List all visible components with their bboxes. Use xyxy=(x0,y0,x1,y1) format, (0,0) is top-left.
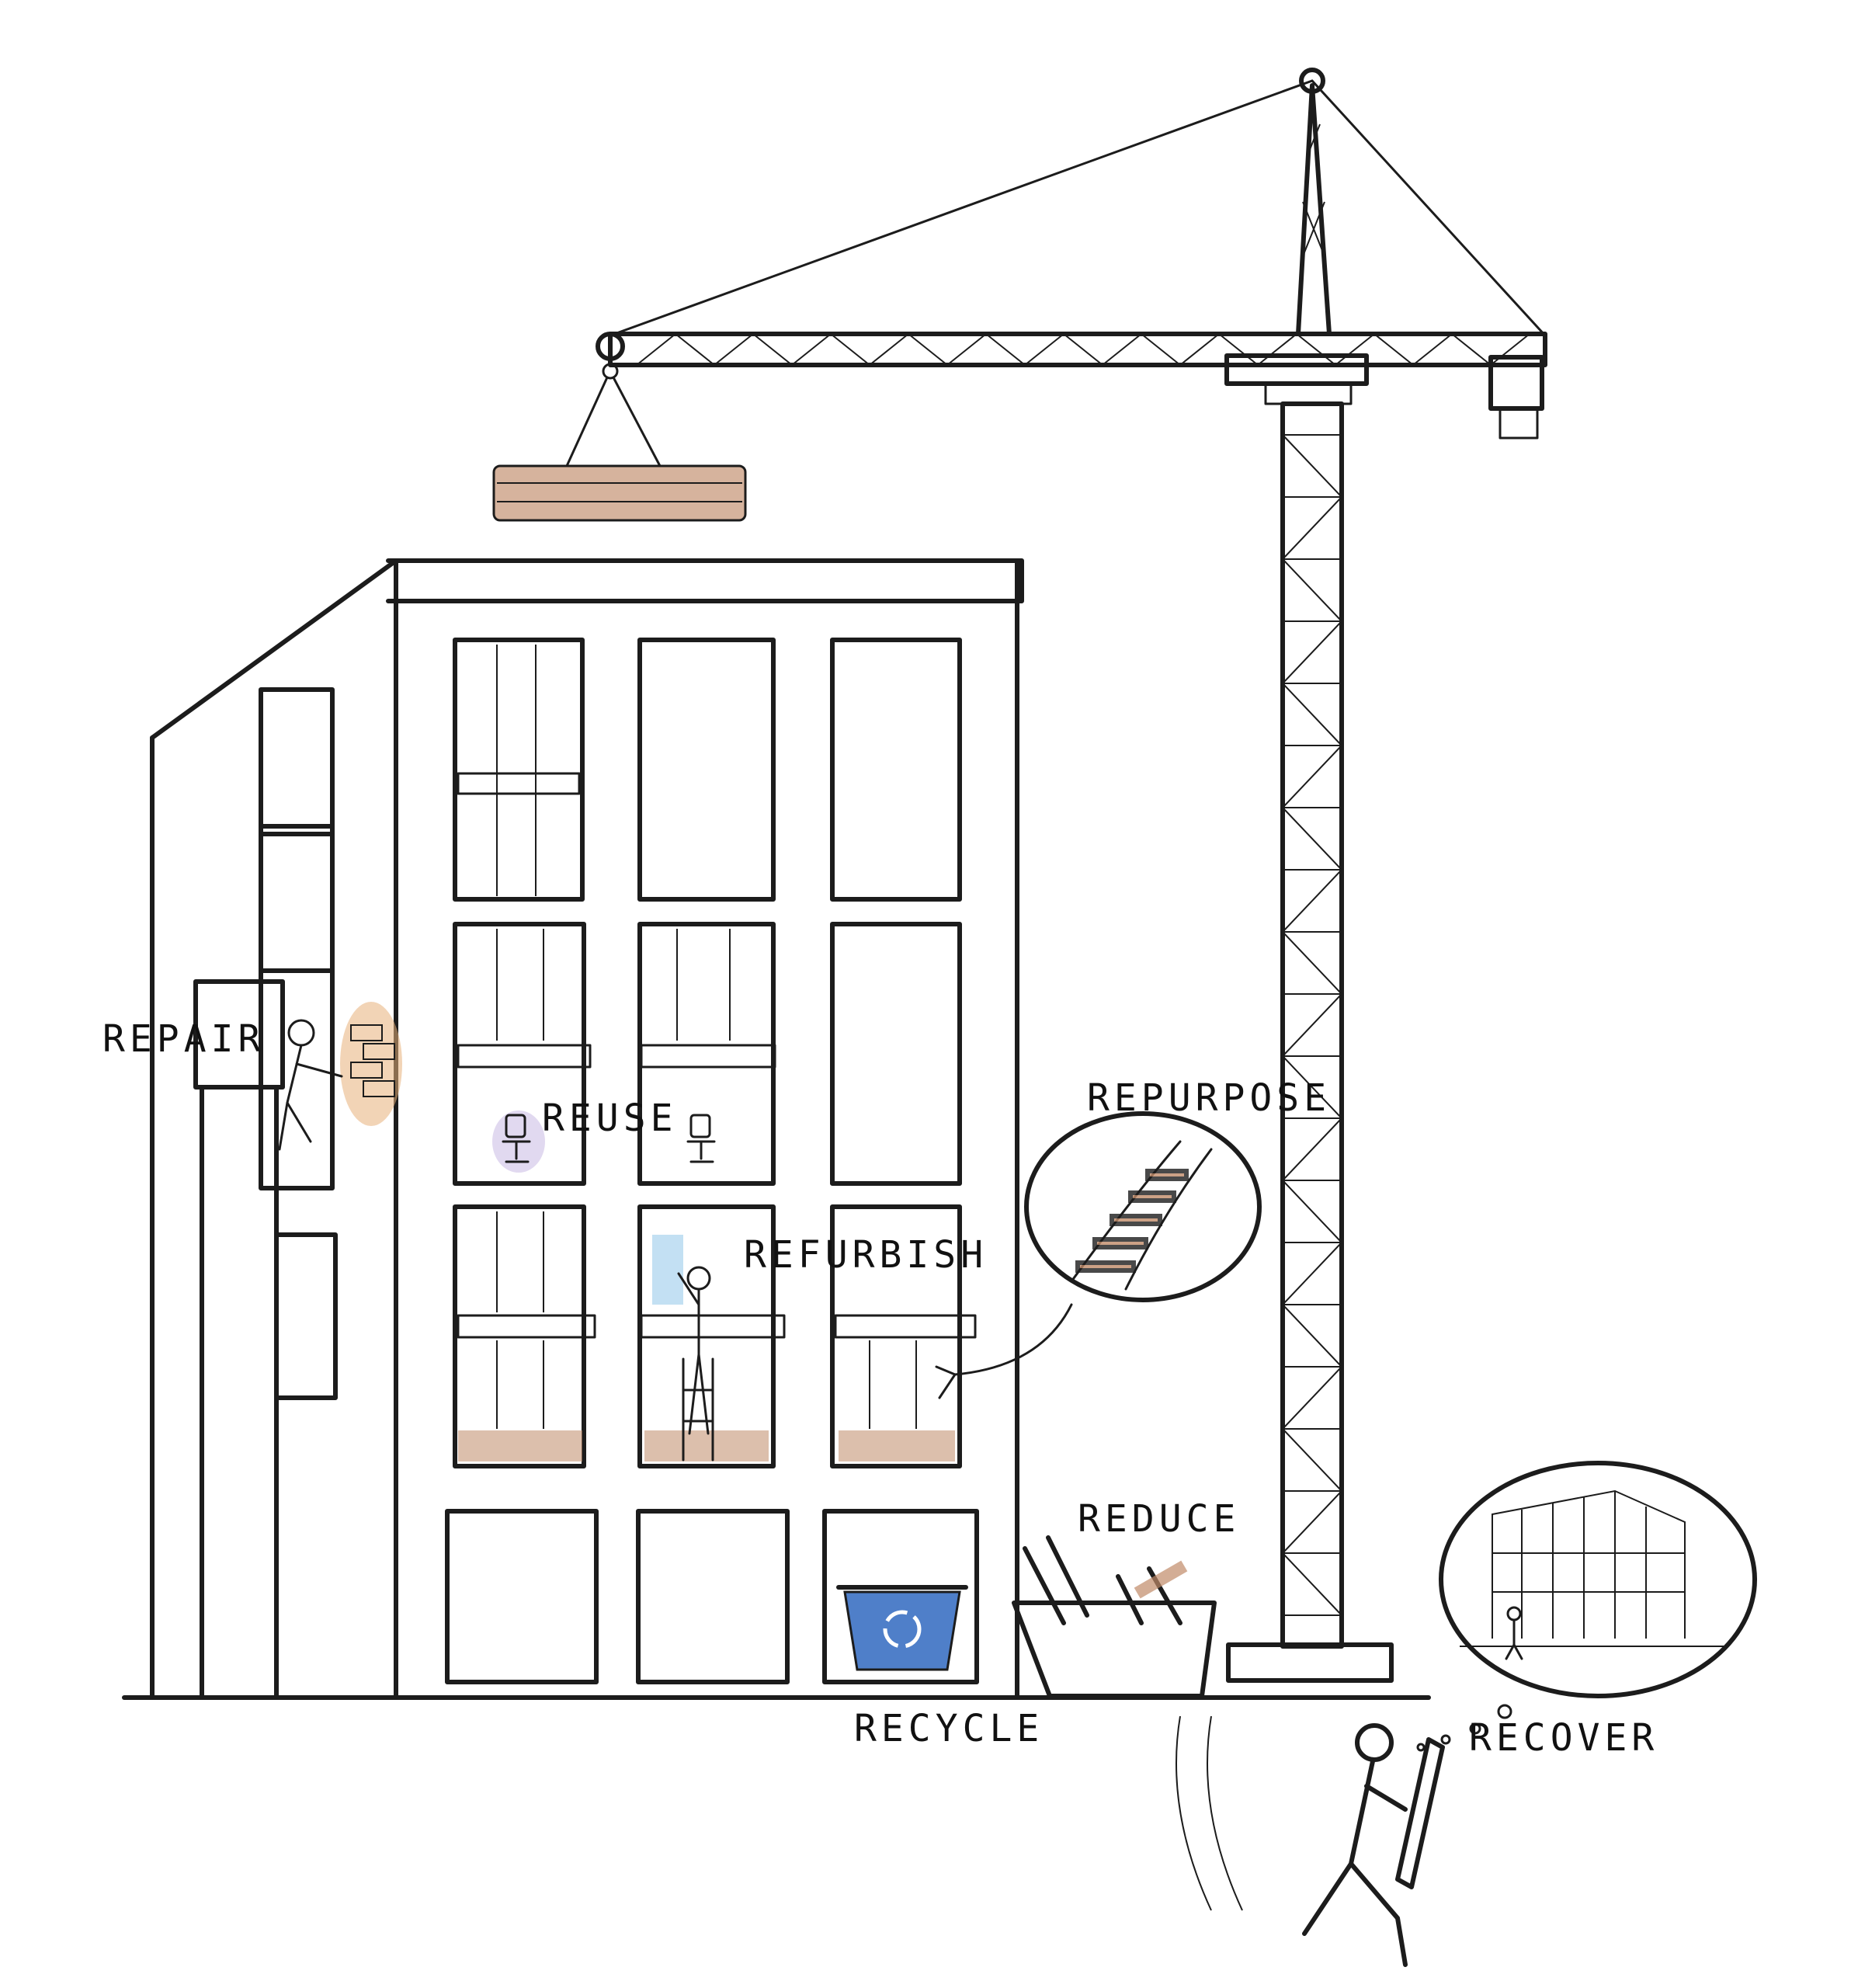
worker-figure-icon xyxy=(677,1266,714,1461)
label-repurpose: REPURPOSE xyxy=(1087,1076,1332,1120)
chair-icon xyxy=(502,1114,531,1163)
label-repair: REPAIR xyxy=(102,1017,266,1061)
label-reduce: REDUCE xyxy=(1078,1497,1241,1541)
label-recycle: RECYCLE xyxy=(854,1707,1044,1750)
railway-track-icon xyxy=(1070,1140,1213,1291)
brick-patch xyxy=(350,1024,395,1097)
skip-bin-icon xyxy=(1012,1535,1217,1698)
label-reuse: REUSE xyxy=(542,1097,678,1140)
footprints xyxy=(1176,1715,1243,1911)
chair-icon xyxy=(686,1114,716,1163)
worker-figure-icon xyxy=(1302,1723,1445,1967)
recycle-symbol-icon xyxy=(883,1610,922,1649)
recycle-bin xyxy=(836,1585,968,1671)
repurpose-bubble xyxy=(935,1111,1262,1399)
label-refurbish: REFURBISH xyxy=(744,1233,988,1277)
worker-figure-icon xyxy=(1505,1606,1523,1660)
tower-crane-icon xyxy=(565,68,1547,1683)
warehouse-frame-icon xyxy=(1460,1489,1724,1647)
worker-figure-icon xyxy=(278,1019,343,1151)
recover-bubble xyxy=(1416,1461,1757,1752)
label-recover: RECOVER xyxy=(1469,1716,1659,1760)
timber-planks-load xyxy=(492,464,747,522)
